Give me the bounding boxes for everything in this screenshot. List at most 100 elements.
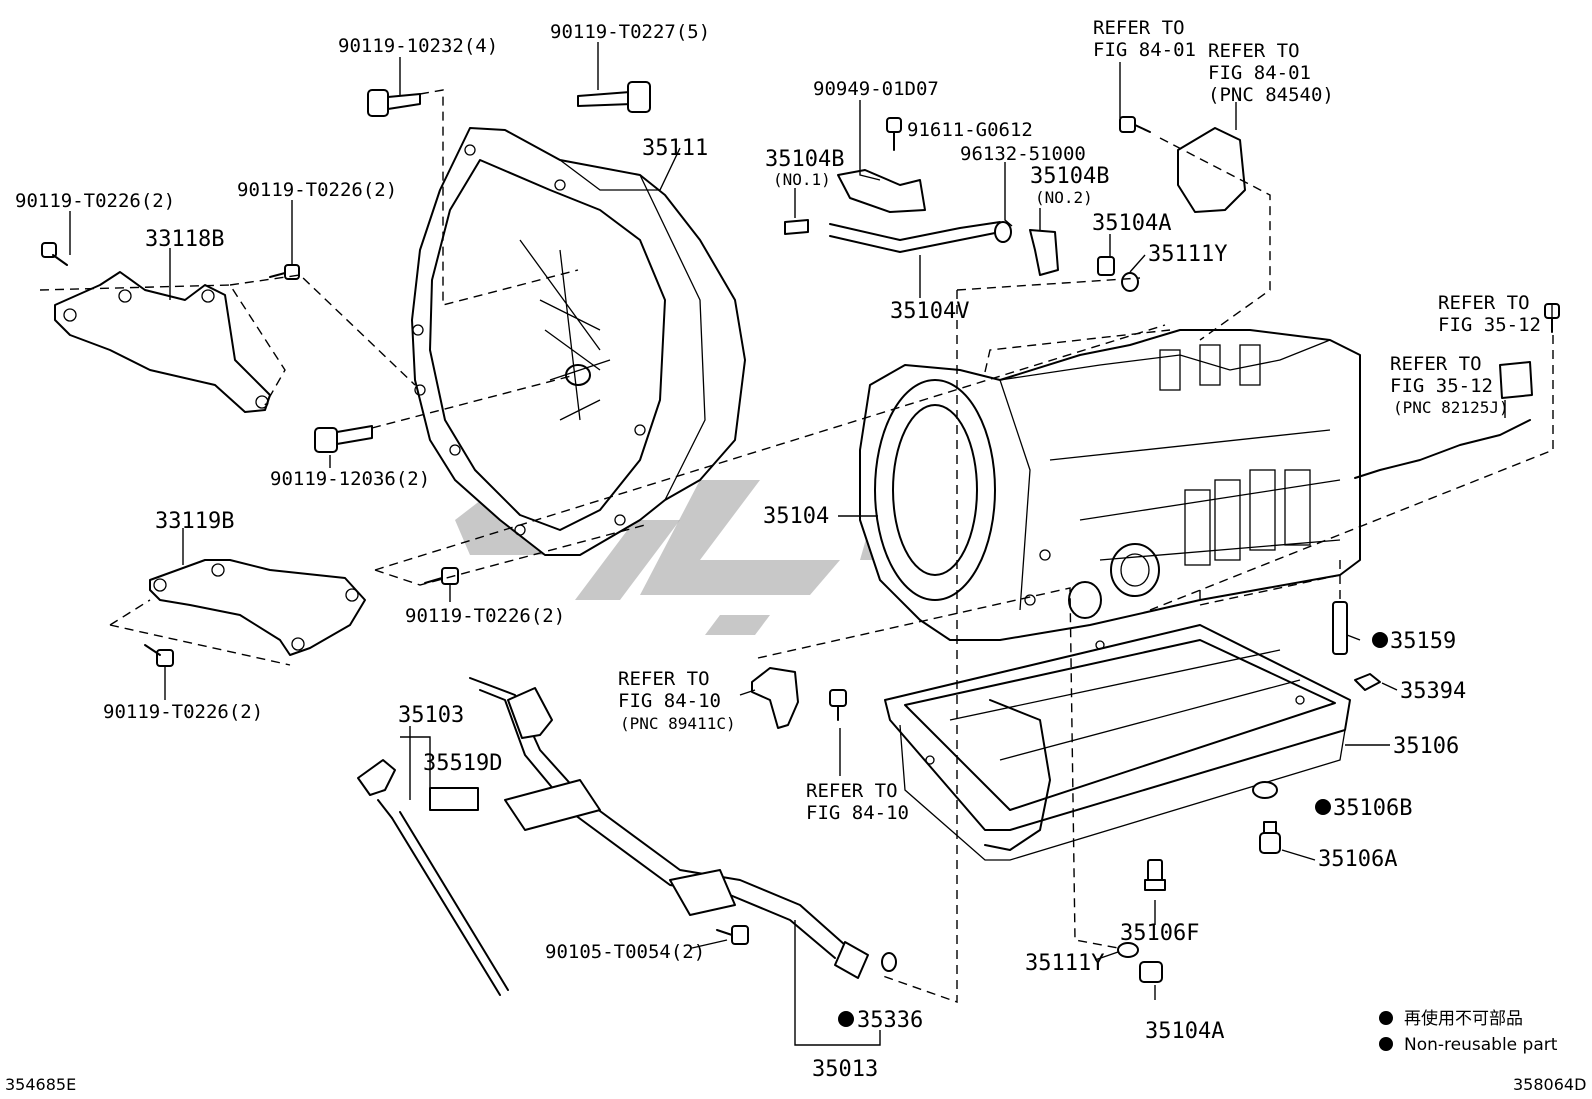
- bolt-90119-T0226-b: [269, 264, 300, 280]
- bolt-84-01: [1119, 116, 1151, 133]
- label-35111Y-bot: 35111Y: [1025, 951, 1104, 976]
- label-35106F: 35106F: [1120, 921, 1199, 946]
- label-35104A-top: 35104A: [1092, 211, 1171, 236]
- hose-35104V: [829, 231, 1001, 253]
- bolt-90119-12036: [314, 425, 373, 453]
- label-fig-84-10-b: FIG 84-10: [806, 802, 909, 824]
- union-35104B-no2: [1029, 229, 1059, 276]
- bolt-90119-T0226-c: [424, 567, 459, 585]
- assembly-lines: [39, 89, 1554, 1003]
- label-35104A-bot: 35104A: [1145, 1019, 1224, 1044]
- leader-lines: [69, 42, 1553, 1046]
- dot-35336: [838, 1011, 854, 1027]
- label-90949-01D07: 90949-01D07: [813, 78, 939, 100]
- bolt-84-10: [829, 689, 847, 721]
- bracket-33119B: [149, 559, 366, 656]
- clip-96132: [994, 221, 1012, 243]
- label-90119-T0226-d: 90119-T0226(2): [103, 701, 263, 723]
- label-no1: (NO.1): [773, 170, 831, 189]
- transmission-case-35104: [859, 329, 1361, 641]
- pipe-35159: [1332, 601, 1348, 655]
- plug-35104A-bot: [1139, 961, 1163, 983]
- label-90119-10232: 90119-10232(4): [338, 35, 498, 57]
- bolts: [41, 81, 1560, 983]
- dot-35106B: [1315, 799, 1331, 815]
- label-fig-35-12-b: FIG 35-12: [1390, 375, 1493, 397]
- bracket-33118B: [54, 271, 271, 413]
- label-35104V: 35104V: [890, 299, 969, 324]
- bell-housing-35111: [411, 127, 746, 556]
- legend-bullet-en: [1379, 1037, 1393, 1051]
- magnet-35394: [1354, 673, 1381, 691]
- label-35104B-no2: 35104B: [1030, 164, 1109, 189]
- label-96132-51000: 96132-51000: [960, 143, 1086, 165]
- label-90119-T0226-b: 90119-T0226(2): [237, 179, 397, 201]
- label-33119B: 33119B: [155, 509, 234, 534]
- label-pnc-82125j: (PNC 82125J): [1393, 398, 1509, 417]
- label-fig-35-12-a: FIG 35-12: [1438, 314, 1541, 336]
- bolt-90119-10232: [367, 89, 421, 117]
- part-labels: 90119-10232(4) 90119-T0227(5) 90119-T022…: [15, 17, 1541, 1082]
- legend-text-jp: 再使用不可部品: [1404, 1008, 1523, 1029]
- label-90119-T0226-c: 90119-T0226(2): [405, 605, 565, 627]
- bolt-90119-T0226-a: [41, 242, 68, 266]
- sensor-84540: [1177, 127, 1246, 213]
- label-35159: 35159: [1390, 629, 1456, 654]
- dipstick-35103: [357, 759, 509, 996]
- label-pnc-84540: (PNC 84540): [1208, 84, 1334, 106]
- o-ring-35336: [881, 952, 897, 972]
- label-35104: 35104: [763, 504, 829, 529]
- gasket-35106B: [1252, 781, 1278, 799]
- label-fig-84-01-b: FIG 84-01: [1208, 62, 1311, 84]
- label-35103: 35103: [398, 703, 464, 728]
- label-pnc-89411c: (PNC 89411C): [620, 714, 736, 733]
- label-refer-to-35-12-a: REFER TO: [1438, 292, 1530, 314]
- label-35111Y-top: 35111Y: [1148, 242, 1227, 267]
- drain-plug-35106A: [1259, 821, 1281, 854]
- connector-82125J: [1499, 361, 1533, 399]
- label-90119-12036: 90119-12036(2): [270, 468, 430, 490]
- label-35106A: 35106A: [1318, 847, 1397, 872]
- label-90119-T0227: 90119-T0227(5): [550, 21, 710, 43]
- label-refer-to-84-10-b: REFER TO: [806, 780, 898, 802]
- label-refer-to-35-12-b: REFER TO: [1390, 353, 1482, 375]
- legend: 再使用不可部品 Non-reusable part: [1379, 1008, 1558, 1055]
- bolt-91611: [886, 117, 902, 151]
- label-90105-T0054: 90105-T0054(2): [545, 941, 705, 963]
- bolt-90119-T0226-d: [144, 644, 174, 667]
- union-35104B-no1: [784, 219, 809, 235]
- label-35106B: 35106B: [1333, 796, 1412, 821]
- label-refer-to-84-01-b: REFER TO: [1208, 40, 1300, 62]
- label-35104B-no1: 35104B: [765, 147, 844, 172]
- label-35394: 35394: [1400, 679, 1466, 704]
- label-no2: (NO.2): [1035, 188, 1093, 207]
- small-parts: [751, 127, 1533, 972]
- label-35106: 35106: [1393, 734, 1459, 759]
- label-refer-to-84-10-a: REFER TO: [618, 668, 710, 690]
- bolt-35104A-top: [1097, 256, 1115, 276]
- bolt-90119-T0227: [577, 81, 651, 113]
- label-fig-84-10-a: FIG 84-10: [618, 690, 721, 712]
- oil-pan-35106: [884, 624, 1351, 861]
- o-ring-35111Y-bot: [1117, 942, 1139, 958]
- dot-35159: [1372, 632, 1388, 648]
- non-reusable-markers: [838, 632, 1388, 1027]
- bolt-90105: [716, 925, 749, 945]
- label-90119-T0226-a: 90119-T0226(2): [15, 190, 175, 212]
- label-35519D: 35519D: [423, 751, 502, 776]
- bracket-90949: [837, 169, 926, 213]
- label-fig-84-01-a: FIG 84-01: [1093, 39, 1196, 61]
- legend-text-en: Non-reusable part: [1404, 1035, 1558, 1055]
- label-33118B: 33118B: [145, 227, 224, 252]
- figure-code-left: 354685E: [5, 1075, 76, 1094]
- bolt-35106F: [1144, 859, 1166, 891]
- label-refer-to-84-01-a: REFER TO: [1093, 17, 1185, 39]
- label-35336: 35336: [857, 1008, 923, 1033]
- label-91611-G0612: 91611-G0612: [907, 119, 1033, 141]
- figure-code-right: 358064D: [1513, 1075, 1586, 1094]
- o-ring-35111Y-top: [1121, 272, 1139, 292]
- label-35013: 35013: [812, 1057, 878, 1082]
- label-35111: 35111: [642, 136, 708, 161]
- label-35519D: [429, 787, 479, 811]
